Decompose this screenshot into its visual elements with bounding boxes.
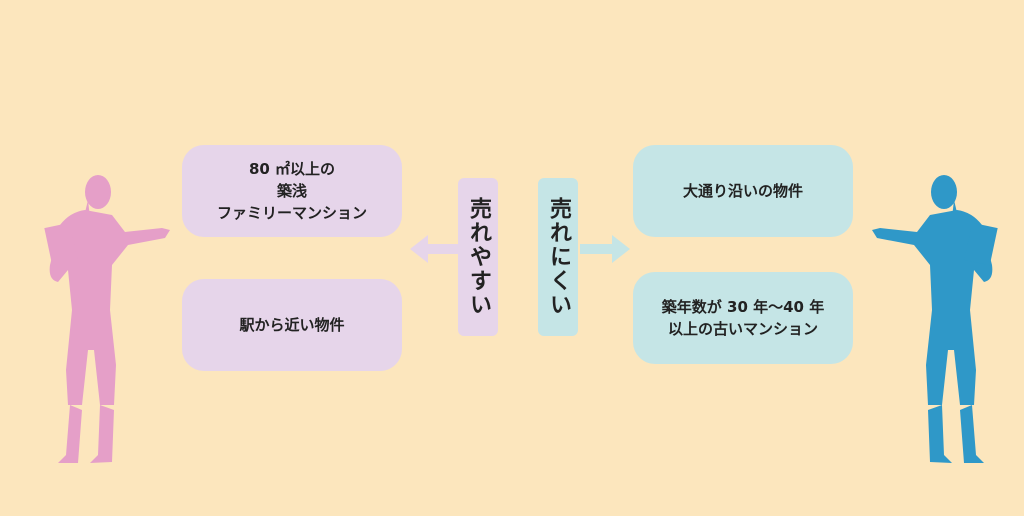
sell-easy-item-1: 80 ㎡以上の 築浅 ファミリーマンション (182, 145, 402, 237)
arrow-left-icon (410, 235, 460, 263)
sell-easy-item-2: 駅から近い物件 (182, 279, 402, 371)
sell-hard-item-1: 大通り沿いの物件 (633, 145, 853, 237)
left-woman-icon (44, 175, 170, 463)
sell-hard-label: 売れにくい (538, 178, 578, 336)
right-woman-icon (872, 175, 998, 463)
sell-hard-item-2: 築年数が 30 年〜40 年 以上の古いマンション (633, 272, 853, 364)
arrow-right-icon (580, 235, 630, 263)
sell-easy-label: 売れやすい (458, 178, 498, 336)
